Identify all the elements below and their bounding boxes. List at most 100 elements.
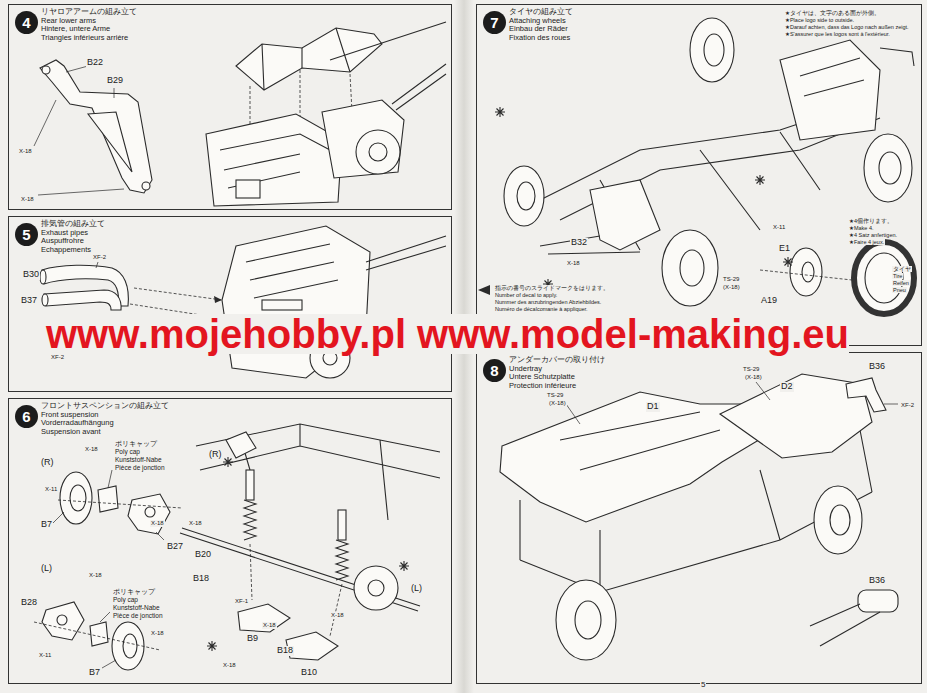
part-number: B36 [868,576,886,586]
engine-block [222,226,370,378]
exhaust-pipes [214,296,222,303]
step-number: 7 [483,11,506,34]
note-text: Pièce de jonction [112,612,164,619]
part-number: B18 [192,574,210,584]
part-number: B30 [22,270,40,280]
note-text: Pneu [892,287,907,293]
front-suspension [368,580,384,596]
part-number: B7 [40,520,53,530]
chassis-wheels [504,166,544,226]
part-number: XF-2 [92,254,107,261]
note-text: ★Make 4. [848,225,875,231]
chassis-wheels [879,152,901,184]
note-text: ポリキャップ [114,440,158,447]
step-title: Exhaust pipes [41,229,105,238]
part-number: X-18 [188,520,203,527]
front-hub-left [57,615,67,625]
part-number: X-18 [566,260,581,267]
step-number-text: 7 [490,15,498,30]
front-suspension [250,544,342,636]
front-suspension [238,604,290,632]
part-number: B20 [194,550,212,560]
step-number: 5 [15,223,38,246]
wheel-and-tire [478,285,490,295]
rear-arm-part [40,60,152,193]
front-hub-left [112,622,144,670]
undertray [500,374,898,660]
front-hub-left [34,622,160,650]
chassis-wheels [517,182,535,210]
part-number: B37 [20,296,38,306]
step-title: Rear lower arms [41,17,137,26]
wheel-and-tire [865,253,903,303]
front-suspension [338,510,346,540]
wheel-and-tire [783,257,793,267]
part-number: X-18 [222,662,237,669]
part-number: X-18 [88,572,103,579]
step-panel: リヤロアアームの組み立てRear lower armsHintere, unte… [8,4,452,210]
part-number: E1 [778,244,791,254]
front-suspension [207,641,217,651]
front-suspension [336,540,348,580]
page-number: 5 [700,681,706,690]
chassis-wheels [800,48,914,96]
note-text: Kunststoff-Nabe [114,456,163,463]
front-suspension [180,528,420,611]
step-heading: フロントサスペンションの組み立てFront suspensionVorderra… [41,401,169,436]
part-number: XF-2 [900,402,915,409]
front-hub-right [70,485,86,511]
front-hub-left [90,622,108,646]
part-number: TS-29 [546,392,564,399]
front-hub-right [60,472,92,524]
undertray [575,601,601,639]
note-text: ★Darauf achten, dass das Logo nach außen… [784,24,910,30]
part-number: B18 [276,646,294,656]
exhaust-pipes [40,270,46,284]
note-text: ★S'assurer que les logos sont à l'extéri… [784,31,891,37]
part-number: D1 [646,402,660,412]
part-number: B29 [106,76,124,86]
part-number: TS-29 [742,366,760,373]
exhaust-pipes [44,290,121,310]
step-title: Attaching wheels [509,17,573,26]
step-title: Fixation des roues [509,34,573,43]
note-text: Tire [892,273,903,279]
step-title: Undertray [509,365,605,374]
undertray [560,412,720,470]
step-number-text: 8 [490,363,498,378]
wheel-and-tire [478,242,914,314]
front-suspension [399,561,409,571]
engine-block [366,236,446,270]
front-suspension [196,424,440,520]
step-panel: 排気管の組み立てExhaust pipesAuspuffrohreEchappe… [8,216,452,392]
step-number: 8 [483,359,506,382]
note-text: Numéro de décalcomanie à appliquer. [494,306,589,312]
note-text: Poly cap [112,596,139,603]
part-number: XF-1 [234,598,249,605]
chassis-wheels [864,134,912,202]
part-number: X-18 [150,520,165,527]
chassis-wheels [680,250,704,286]
chassis-wheels [704,34,724,66]
part-number: (X-18) [744,374,763,381]
step-title: Suspension avant [41,428,169,437]
note-text: ★Place logo side to outside. [784,17,855,23]
rear-arm-part [34,66,124,195]
front-suspension [244,500,256,540]
undertray [830,505,850,535]
front-hub-left [42,602,84,640]
step-number-text: 6 [22,409,30,424]
rear-chassis [262,28,350,90]
chassis-wheels [495,18,914,306]
front-suspension [223,457,233,467]
chassis-wheels [495,107,505,117]
front-suspension [354,566,398,610]
note-text: タイヤ [892,266,912,272]
note-text: Number of decal to apply. [494,292,558,298]
front-hub-right [52,470,182,540]
part-number: (L) [40,564,53,574]
step-title: アンダーカバーの取り付け [509,355,605,365]
exhaust-pipes [40,262,222,318]
part-number: B9 [246,634,259,644]
